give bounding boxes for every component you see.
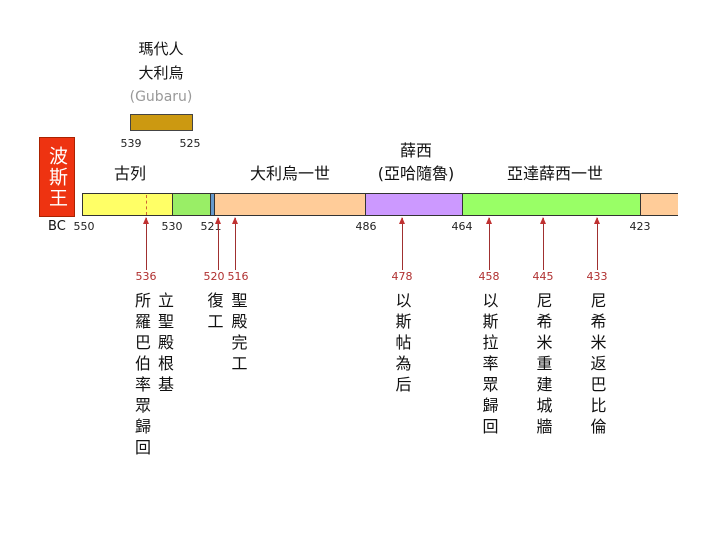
tick-550: 550 — [73, 220, 95, 233]
gubaru-bar — [130, 114, 193, 131]
king-artaxerxes: 亞達薛西一世 — [506, 164, 604, 183]
king-xerxes-alt: (亞哈隨魯) — [377, 164, 455, 183]
year-433: 433 — [586, 270, 608, 283]
year-520: 520 — [203, 270, 225, 283]
dashed-line-536 — [146, 195, 147, 215]
gubaru-start: 539 — [120, 137, 142, 150]
year-516: 516 — [227, 270, 249, 283]
segment-artaxerxes — [462, 193, 641, 216]
event-536: 立聖殿根基 所羅巴伯率眾歸回 — [132, 292, 174, 460]
arrow-516 — [232, 217, 238, 270]
segment-after — [640, 193, 678, 216]
gubaru-line1: 瑪代人 — [138, 40, 184, 58]
year-478: 478 — [391, 270, 413, 283]
gubaru-line3: (Gubaru) — [129, 89, 193, 105]
gubaru-line2: 大利烏 — [138, 64, 184, 82]
event-478: 以斯帖為后 — [392, 292, 412, 397]
tick-486: 486 — [355, 220, 377, 233]
arrow-445 — [540, 217, 546, 270]
event-516: 聖殿完工 — [228, 292, 248, 376]
king-cyrus: 古列 — [113, 164, 147, 183]
segment-darius — [214, 193, 366, 216]
bc-label: BC — [48, 219, 66, 234]
tick-464: 464 — [451, 220, 473, 233]
arrow-536 — [143, 217, 149, 270]
year-458: 458 — [478, 270, 500, 283]
year-445: 445 — [532, 270, 554, 283]
tick-530: 530 — [161, 220, 183, 233]
segment-cambyses — [172, 193, 211, 216]
event-433: 尼希米返巴比倫 — [587, 292, 607, 439]
persian-kings-box: 波斯王 — [39, 137, 75, 217]
event-445: 尼希米重建城牆 — [533, 292, 553, 439]
arrow-520 — [215, 217, 221, 270]
persian-kings-label: 波斯王 — [46, 145, 68, 209]
event-458: 以斯拉率眾歸回 — [479, 292, 499, 439]
arrow-433 — [594, 217, 600, 270]
king-darius: 大利烏一世 — [249, 164, 331, 183]
arrow-478 — [399, 217, 405, 270]
arrow-458 — [486, 217, 492, 270]
event-520: 復工 — [204, 292, 224, 334]
year-536: 536 — [135, 270, 157, 283]
segment-cyrus — [82, 193, 173, 216]
king-xerxes: 薛西 — [399, 141, 433, 160]
tick-423: 423 — [629, 220, 651, 233]
segment-xerxes — [365, 193, 463, 216]
gubaru-end: 525 — [179, 137, 201, 150]
